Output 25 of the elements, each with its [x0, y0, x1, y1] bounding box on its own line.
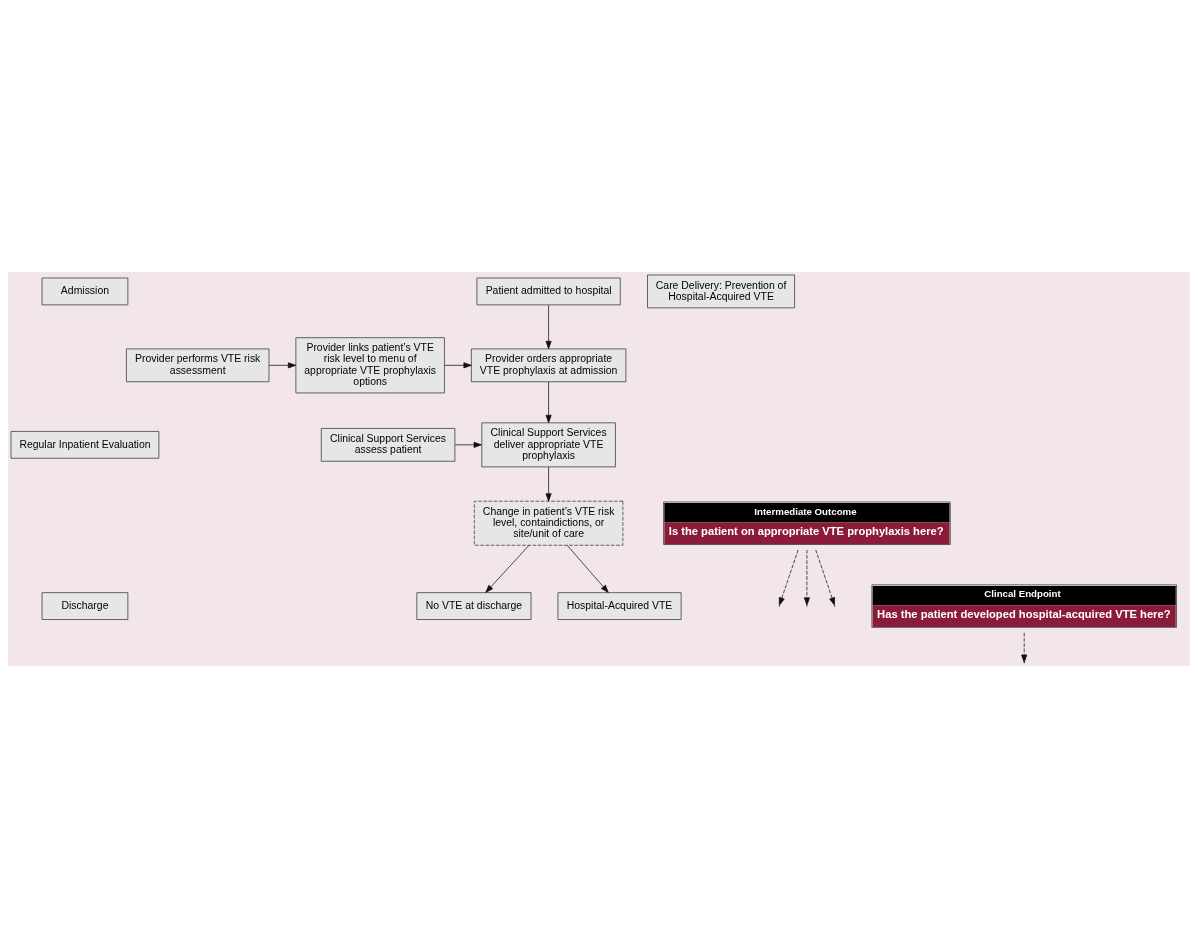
node-box: Change in patient’s VTE risk level, containdictions, or site/unit of care: [473, 500, 624, 546]
node-box: Provider orders appropriate VTE prophylaxis at admission: [470, 348, 627, 383]
node-box: Discharge: [41, 592, 129, 620]
node-box: Clinical Support Services deliver appropriate VTE prophylaxis: [481, 422, 616, 468]
arrow: [485, 545, 530, 593]
arrow: [566, 545, 609, 593]
arrow: [778, 549, 799, 606]
arrow: [454, 441, 482, 448]
arrow: [268, 362, 297, 369]
node-box: Patient admitted to hospital: [476, 277, 621, 306]
node-box: Clinical Support Services assess patient: [320, 428, 456, 462]
arrow: [545, 381, 552, 424]
node-box: Provider performs VTE risk assessment: [126, 348, 270, 383]
arrow: [1021, 632, 1028, 663]
arrow: [815, 549, 835, 606]
arrow: [444, 362, 472, 369]
arrow: [545, 304, 552, 350]
node-box: Hospital-Acquired VTE: [557, 592, 682, 620]
node-box: No VTE at discharge: [416, 592, 532, 620]
node-box: Provider links patient’s VTE risk level to menu of appropriate VTE prophylaxis options: [295, 337, 445, 394]
node-box: Care Delivery: Prevention of Hospital-Acquired VTE: [647, 274, 795, 309]
node-box: Regular Inpatient Evaluation: [10, 431, 160, 459]
arrow: [545, 466, 552, 502]
arrow: [803, 549, 810, 606]
node-box: Admission: [41, 277, 129, 306]
